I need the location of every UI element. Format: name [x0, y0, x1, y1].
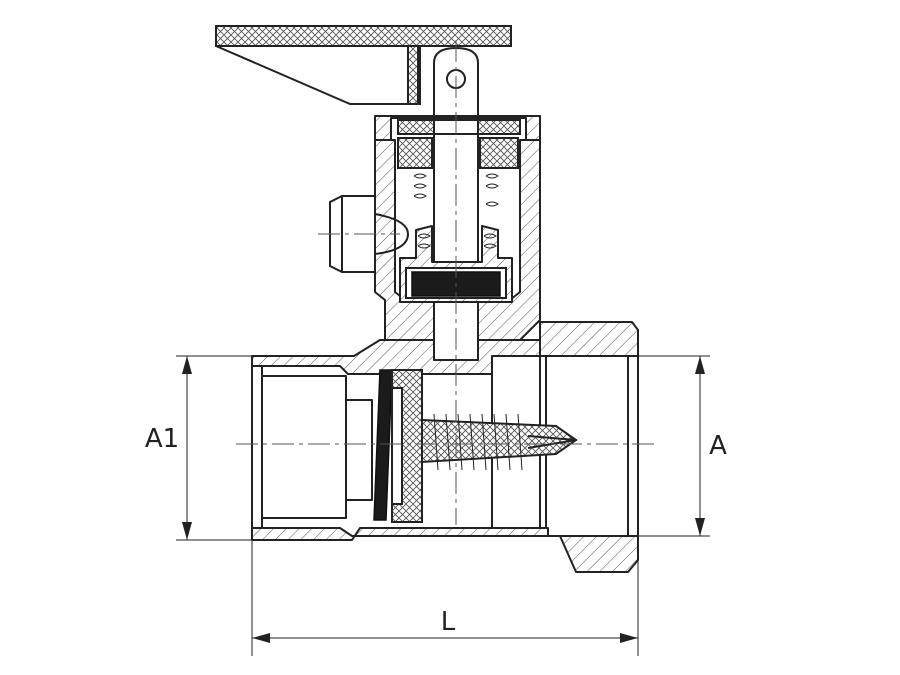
- dimension-l: L: [251, 536, 639, 656]
- bonnet-body: [374, 115, 541, 341]
- dimension-a-label: A: [709, 431, 727, 461]
- check-valve-assembly: [373, 369, 578, 523]
- center-lines: [236, 40, 655, 525]
- dimension-a1: A1: [145, 355, 252, 541]
- lever-handle: [215, 25, 512, 105]
- dimension-l-label: L: [441, 607, 456, 637]
- dimension-a: A: [638, 355, 727, 537]
- side-outlet-nozzle: [329, 195, 409, 273]
- dimension-a1-label: A1: [145, 424, 179, 454]
